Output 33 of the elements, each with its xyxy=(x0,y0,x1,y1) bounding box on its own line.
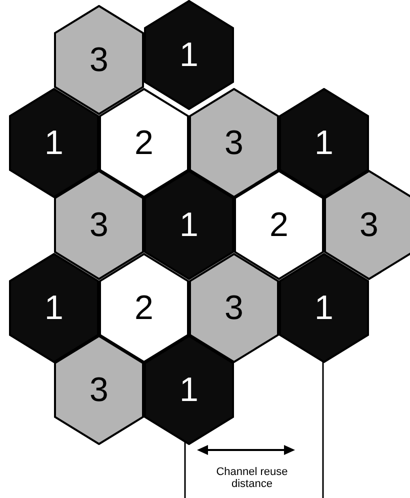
cell-number: 1 xyxy=(44,291,64,325)
hexagonal-cell xyxy=(144,0,234,110)
cell-number: 3 xyxy=(90,43,108,77)
cell-number: 1 xyxy=(44,126,64,160)
hexagonal-cell xyxy=(324,170,410,280)
cell-number: 2 xyxy=(134,291,154,325)
hexagonal-cell xyxy=(54,170,144,280)
hexagonal-cell xyxy=(279,88,369,198)
cell-number: 1 xyxy=(180,208,198,242)
hexagonal-cell xyxy=(144,170,234,280)
cell-number: 2 xyxy=(134,126,154,160)
cell-number: 1 xyxy=(314,126,334,160)
hexagonal-cell xyxy=(279,253,369,363)
cell-number: 1 xyxy=(314,291,334,325)
cell-number: 3 xyxy=(224,291,244,325)
hexagonal-cell xyxy=(99,88,189,198)
cell-number: 1 xyxy=(180,38,198,72)
cell-number: 3 xyxy=(224,126,244,160)
hexagonal-cell xyxy=(189,253,279,363)
cell-number: 3 xyxy=(90,373,108,407)
hexagonal-cell xyxy=(189,88,279,198)
hexagonal-cell xyxy=(144,335,234,445)
hexagonal-cell xyxy=(234,170,324,280)
cell-number: 1 xyxy=(180,373,198,407)
hexagonal-cell xyxy=(54,335,144,445)
dimension-label: Channel reuse distance xyxy=(215,466,289,490)
hexagonal-cell xyxy=(9,253,99,363)
hexagonal-cell xyxy=(99,253,189,363)
hexagonal-cell xyxy=(9,88,99,198)
cell-number: 2 xyxy=(270,208,288,242)
cell-number: 3 xyxy=(360,208,378,242)
hexagonal-cell xyxy=(54,5,144,115)
cell-number: 3 xyxy=(90,208,108,242)
